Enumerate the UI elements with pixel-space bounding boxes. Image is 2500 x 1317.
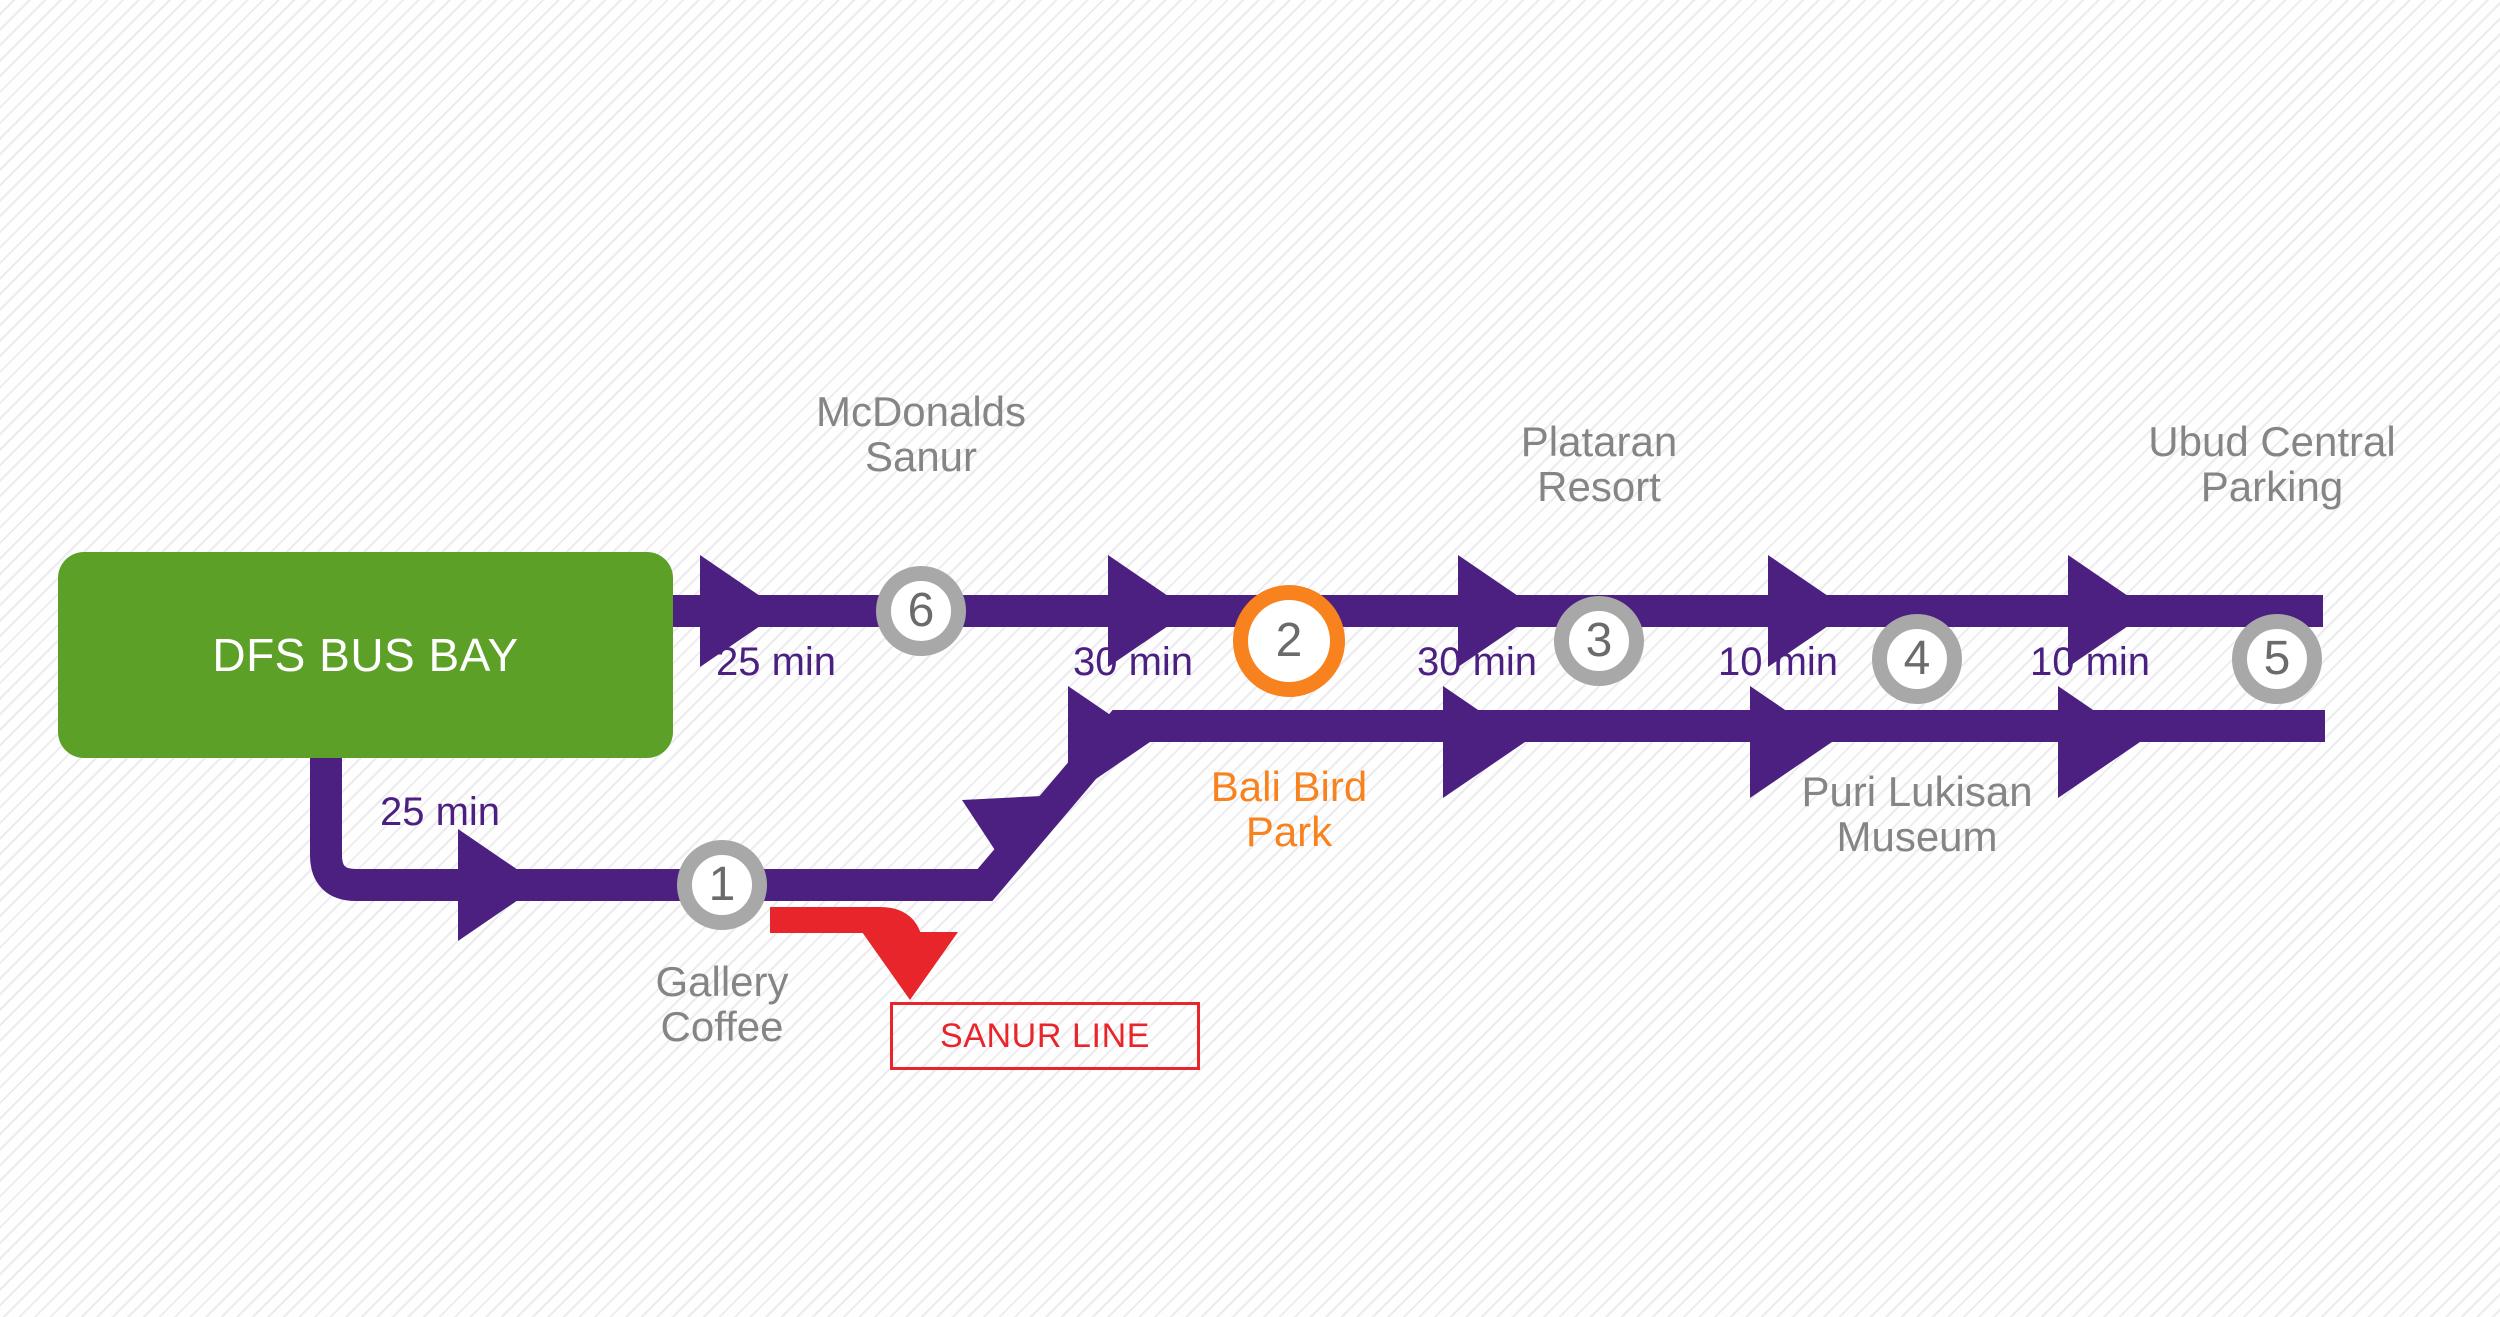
station-number-3: 3	[1585, 614, 1613, 667]
station-label-ubud-central-parking: Ubud Central Parking	[2148, 418, 2396, 510]
station-label-plataran-resort: Plataran Resort	[1520, 418, 1678, 510]
station-marker-5[interactable]: 5	[2232, 614, 2322, 704]
station-label-bali-bird-park: Bali Bird Park	[1210, 763, 1368, 855]
station-marker-1[interactable]: 1	[677, 840, 767, 930]
sanur-line-tag-label: SANUR LINE	[939, 1016, 1151, 1055]
terminal-label: DFS BUS BAY	[212, 629, 519, 681]
time-label-terminal-to-6: 25 min	[715, 640, 837, 684]
time-label-3-to-4: 10 min	[1717, 640, 1839, 684]
station-number-5: 5	[2263, 632, 2291, 685]
eastbound-line	[310, 686, 2325, 941]
time-label-6-to-2: 30 min	[1072, 640, 1194, 684]
station-label-mcdonalds-sanur: McDonalds Sanur	[815, 388, 1027, 480]
station-number-1: 1	[708, 858, 736, 911]
time-label-2-to-3: 30 min	[1416, 640, 1538, 684]
station-number-6: 6	[907, 584, 935, 637]
station-marker-2[interactable]: 2	[1233, 585, 1345, 697]
station-marker-6[interactable]: 6	[876, 566, 966, 656]
station-label-puri-lukisan-museum: Puri Lukisan Museum	[1801, 768, 2033, 860]
station-number-4: 4	[1903, 632, 1931, 685]
terminal-dfs-bus-bay[interactable]: DFS BUS BAY	[58, 552, 673, 758]
station-number-2: 2	[1275, 614, 1303, 667]
sanur-branch-line	[770, 907, 958, 1000]
sanur-line-tag[interactable]: SANUR LINE	[890, 1002, 1200, 1070]
station-marker-4[interactable]: 4	[1872, 614, 1962, 704]
time-label-4-to-5: 10 min	[2029, 640, 2151, 684]
station-label-gallery-coffee: Gallery Coffee	[655, 958, 789, 1050]
time-label-terminal-to-1: 25 min	[379, 790, 501, 834]
